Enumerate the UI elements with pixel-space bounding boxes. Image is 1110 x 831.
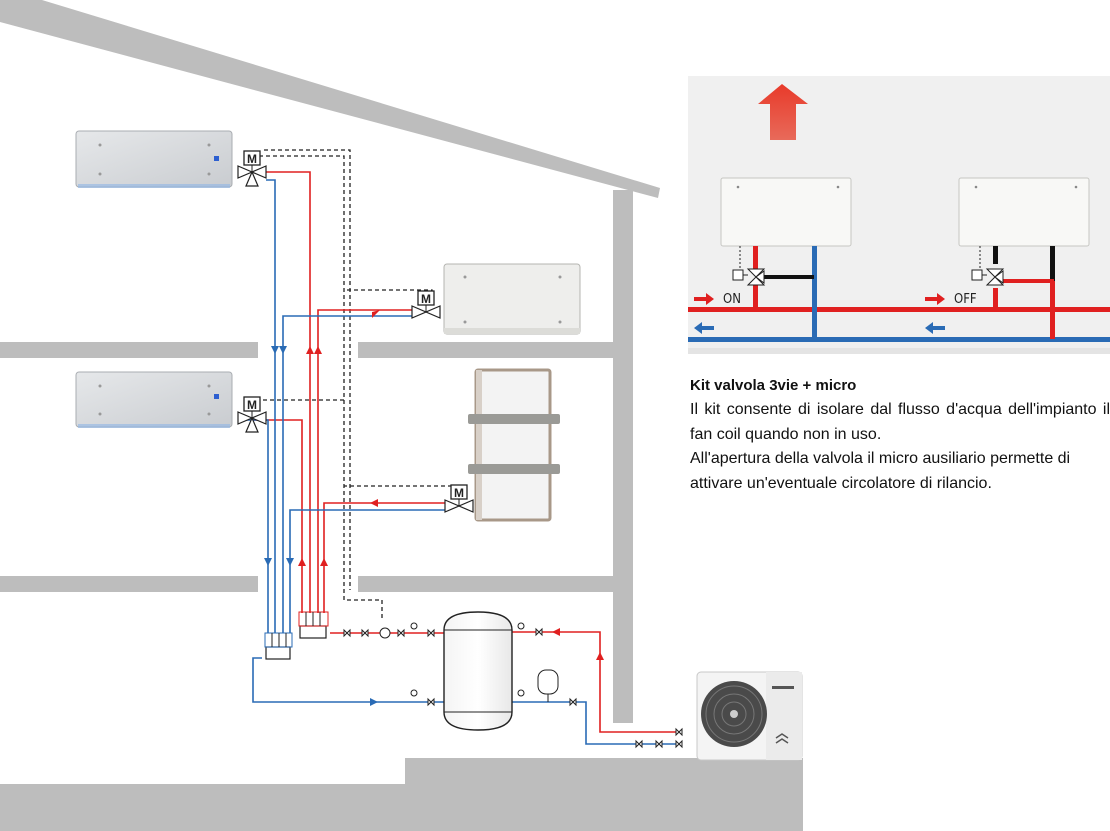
towel-radiator — [468, 368, 560, 522]
expansion-vessel — [537, 669, 559, 702]
ground-floor-slab-left — [0, 576, 258, 592]
motor-valve-1: M — [237, 150, 267, 187]
inset-fan-coil-off — [958, 177, 1090, 247]
fan-coil-upper-right — [443, 263, 581, 335]
signal-wires — [256, 149, 463, 620]
kit-title: Kit valvola 3vie + micro — [690, 377, 857, 394]
motor-valve-2: M — [411, 290, 441, 319]
motor-valve-label: M — [247, 398, 257, 412]
motor-valve-4: M — [444, 484, 474, 513]
kit-description: Kit valvola 3vie + micro Il kit consente… — [690, 376, 1110, 496]
on-label: ON — [723, 292, 741, 307]
building-structure — [0, 0, 803, 831]
ground-floor-slab-right — [358, 576, 613, 592]
manifold-supply — [298, 611, 329, 639]
ground-base — [0, 784, 803, 831]
roof — [0, 0, 660, 198]
first-floor-slab-right — [358, 342, 613, 358]
right-wall — [613, 190, 633, 723]
valve-kit-inset: ON OFF — [688, 76, 1110, 354]
flow-arrows — [264, 310, 604, 706]
supply-arrow-icon — [694, 293, 714, 305]
first-floor-slab-left — [0, 342, 258, 358]
motor-valve-3: M — [237, 396, 267, 433]
buffer-tank — [443, 611, 513, 731]
inset-fan-coil-on — [720, 177, 852, 247]
off-label: OFF — [954, 292, 977, 307]
kit-description-paragraph-2: All'apertura della valvola il micro ausi… — [690, 450, 1071, 492]
supply-arrow-icon — [925, 293, 945, 305]
inset-return-main — [688, 337, 1110, 342]
kit-description-paragraph-1: Il kit consente di isolare dal flusso d'… — [690, 401, 1110, 443]
fan-coil-top-left — [75, 130, 233, 188]
motor-valve-label: M — [247, 152, 257, 166]
heat-pump-unit — [696, 671, 803, 761]
motor-valve-label: M — [454, 486, 464, 500]
motor-valve-label: M — [421, 292, 431, 306]
heat-up-arrow-icon — [758, 84, 808, 140]
manifold-return — [264, 632, 293, 660]
fan-coil-mid-left — [75, 371, 233, 428]
line-fittings — [343, 622, 683, 749]
return-arrow-icon — [694, 322, 714, 334]
inset-supply-main — [688, 307, 1110, 312]
ground-step — [405, 758, 803, 784]
return-arrow-icon — [925, 322, 945, 334]
